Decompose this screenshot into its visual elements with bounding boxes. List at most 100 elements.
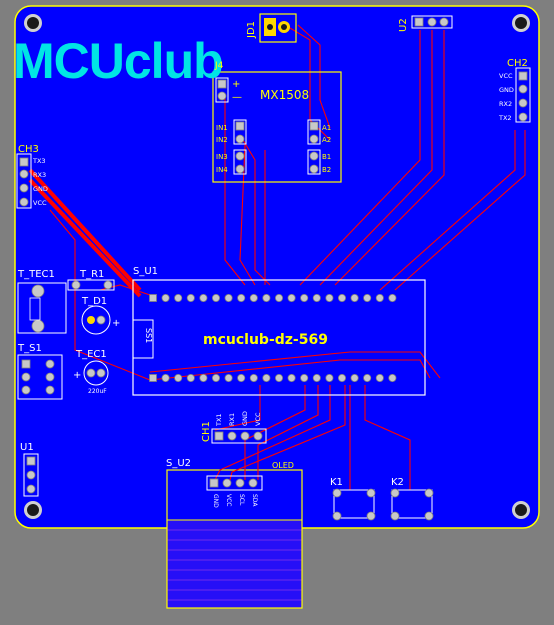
mcu-top-pin bbox=[186, 293, 195, 302]
mcu-top-pin bbox=[375, 293, 384, 302]
t-tec1-part[interactable] bbox=[17, 282, 67, 334]
s-u1-label: S_U1 bbox=[133, 266, 158, 277]
mcu-top-pin bbox=[287, 293, 296, 302]
ch1-pin-1: RX1 bbox=[228, 413, 236, 426]
j4-minus: — bbox=[232, 92, 242, 103]
mcu-top-pin bbox=[274, 293, 283, 302]
ss1-label: SS1 bbox=[144, 328, 153, 343]
mcu-top-pin bbox=[224, 293, 233, 302]
mcu-top-pin bbox=[149, 294, 157, 302]
ch2-label: CH2 bbox=[507, 58, 528, 69]
mcu-bottom-pin bbox=[388, 373, 397, 382]
j4-plus: + bbox=[232, 79, 240, 90]
mcu-bottom-pin bbox=[249, 373, 258, 382]
ch1-label: CH1 bbox=[201, 421, 212, 442]
mx-b2: B2 bbox=[322, 166, 331, 174]
ch1-pin-0: TX1 bbox=[215, 413, 223, 427]
mcu-top-pin bbox=[325, 293, 334, 302]
copper-traces bbox=[28, 24, 526, 490]
mcu-bottom-pin bbox=[325, 373, 334, 382]
mx-a2: A2 bbox=[322, 136, 331, 144]
k2-button[interactable] bbox=[390, 488, 434, 521]
k1-label: K1 bbox=[330, 477, 343, 488]
ch3-header[interactable] bbox=[16, 153, 32, 209]
t-ec1-value: 220uF bbox=[88, 388, 107, 395]
logo-text: MCUclub bbox=[13, 33, 223, 89]
mcu-top-pin bbox=[199, 293, 208, 302]
u1-header[interactable] bbox=[23, 453, 39, 497]
s-u1-mcu-board[interactable] bbox=[132, 279, 426, 396]
t-ec1-label: T_EC1 bbox=[75, 349, 107, 360]
mcu-bottom-pin bbox=[224, 373, 233, 382]
t-d1-label: T_D1 bbox=[81, 296, 107, 307]
mcu-bottom-pin bbox=[174, 373, 183, 382]
mcu-bottom-pin bbox=[363, 373, 372, 382]
mcu-top-pin bbox=[249, 293, 258, 302]
jd1-label: JD1 bbox=[246, 21, 257, 39]
mounting-holes bbox=[24, 14, 530, 519]
mcu-bottom-pin bbox=[337, 373, 346, 382]
ch3-pin-3: VCC bbox=[33, 199, 47, 207]
ch2-pin-2: RX2 bbox=[499, 100, 512, 108]
s-u2-oled-header[interactable] bbox=[206, 475, 263, 491]
t-s1-switch[interactable] bbox=[17, 354, 63, 400]
oled-label: OLED bbox=[272, 461, 294, 470]
t-ec1-plus: + bbox=[73, 370, 81, 381]
mcu-top-pin bbox=[388, 293, 397, 302]
ch2-header[interactable] bbox=[515, 67, 531, 123]
mx-in4: IN4 bbox=[216, 166, 228, 174]
t-ec1-capacitor[interactable] bbox=[83, 360, 109, 386]
ch3-pin-2: GND bbox=[33, 185, 48, 193]
jd1-connector[interactable] bbox=[259, 13, 297, 43]
mcu-top-pin bbox=[174, 293, 183, 302]
mx-b1: B1 bbox=[322, 153, 331, 161]
t-r1-part[interactable] bbox=[67, 279, 115, 291]
mcu-top-pin bbox=[237, 293, 246, 302]
mcu-top-pin bbox=[262, 293, 271, 302]
ch1-header[interactable] bbox=[211, 428, 267, 444]
mcu-bottom-pin bbox=[149, 374, 157, 382]
t-d1-part[interactable] bbox=[81, 305, 111, 335]
t-tec1-label: T_TEC1 bbox=[17, 269, 55, 280]
mx-a1: A1 bbox=[322, 124, 331, 132]
ch2-pin-1: GND bbox=[499, 86, 514, 94]
oled-pin-0: GND bbox=[212, 494, 219, 508]
board-name-label: mcuclub-dz-569 bbox=[203, 332, 328, 348]
u2-label: U2 bbox=[398, 18, 409, 32]
mx-in2: IN2 bbox=[216, 136, 228, 144]
mx1508-label: MX1508 bbox=[260, 88, 309, 102]
ch3-pin-1: RX3 bbox=[33, 171, 46, 179]
mcu-bottom-pin bbox=[262, 373, 271, 382]
mcu-bottom-pin bbox=[300, 373, 309, 382]
mcu-bottom-pin bbox=[274, 373, 283, 382]
u2-header[interactable] bbox=[411, 15, 453, 29]
mcu-bottom-pin bbox=[211, 373, 220, 382]
s-u2-label: S_U2 bbox=[166, 458, 191, 469]
mcu-bottom-pin bbox=[312, 373, 321, 382]
mx1508-module[interactable] bbox=[212, 71, 342, 183]
u1-label: U1 bbox=[20, 442, 34, 453]
t-d1-plus: + bbox=[112, 318, 120, 329]
j4-label: J4 bbox=[214, 61, 224, 71]
mx-in3: IN3 bbox=[216, 153, 228, 161]
mcu-bottom-pin bbox=[199, 373, 208, 382]
mcu-top-pin bbox=[312, 293, 321, 302]
mx-in1: IN1 bbox=[216, 124, 228, 132]
mcu-top-pin bbox=[337, 293, 346, 302]
ch1-pin-2: GND bbox=[241, 411, 249, 426]
mcu-bottom-pin bbox=[287, 373, 296, 382]
oled-pin-3: SDA bbox=[251, 494, 258, 507]
mcu-top-pin bbox=[350, 293, 359, 302]
mcu-top-pin bbox=[363, 293, 372, 302]
k2-label: K2 bbox=[391, 477, 404, 488]
ch2-pin-3: TX2 bbox=[498, 114, 512, 122]
ch3-label: CH3 bbox=[18, 144, 39, 155]
oled-outline bbox=[166, 469, 303, 609]
k1-button[interactable] bbox=[332, 488, 376, 521]
mcu-bottom-pin bbox=[186, 373, 195, 382]
oled-pin-2: SCL bbox=[238, 494, 245, 506]
mcu-bottom-pin bbox=[237, 373, 246, 382]
t-r1-label: T_R1 bbox=[79, 269, 104, 280]
mcu-bottom-pin bbox=[161, 373, 170, 382]
